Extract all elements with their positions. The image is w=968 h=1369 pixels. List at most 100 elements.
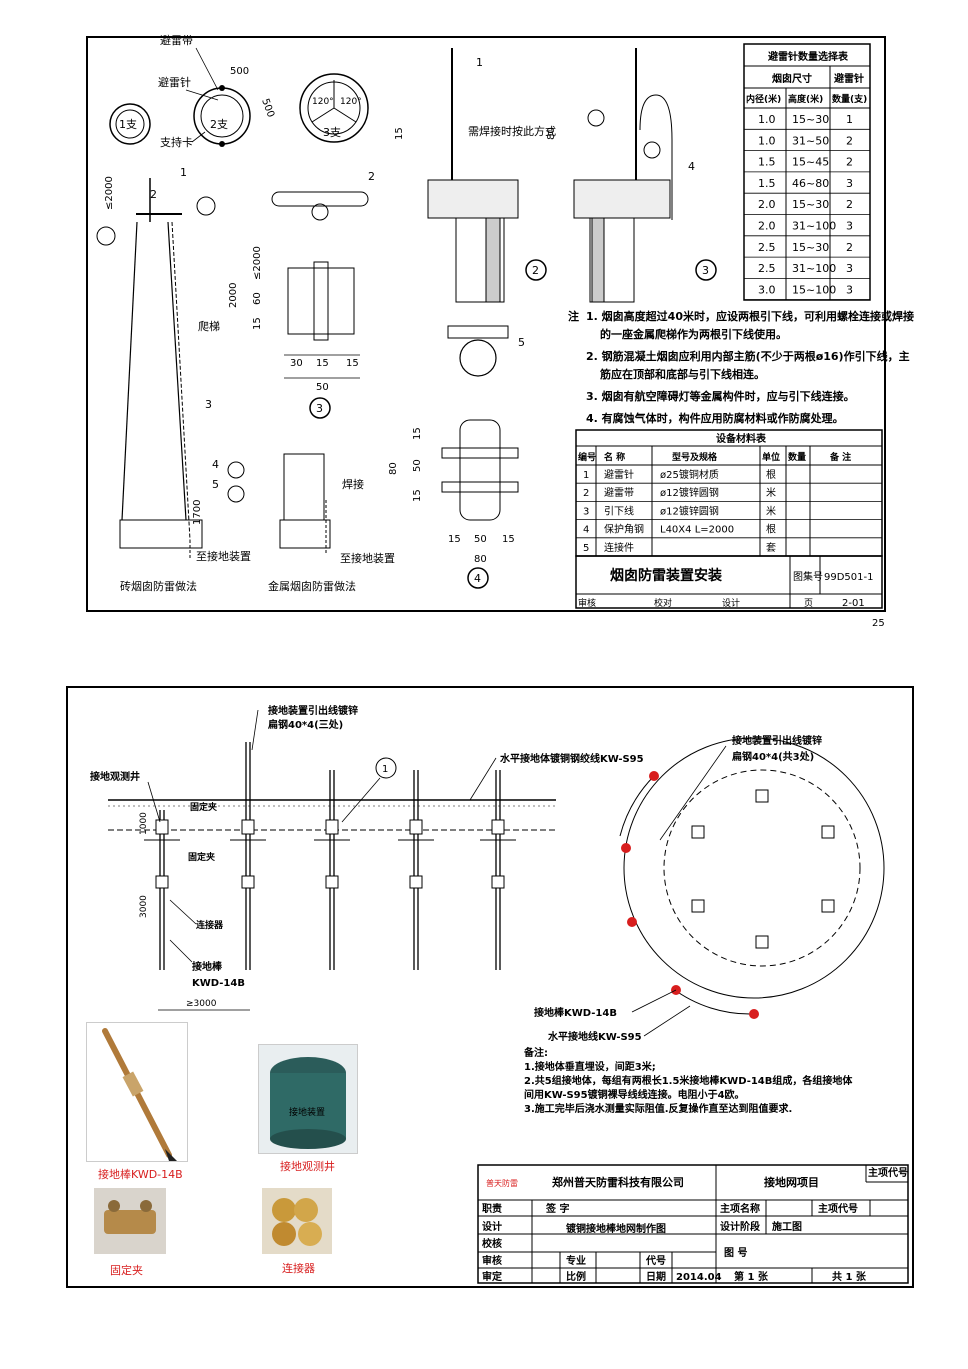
selection-cell: 15~30 — [792, 241, 829, 254]
svg-text:3. 烟囱有航空障碍灯等金属构件时，应与引下线连接。: 3. 烟囱有航空障碍灯等金属构件时，应与引下线连接。 — [586, 389, 855, 403]
top-title-block: 烟囱防雷装置安装 图集号 99D501-1 审核 校对 设计 页 2-01 — [575, 555, 883, 609]
svg-text:120°: 120° — [312, 97, 334, 107]
material-cell: 连接件 — [604, 541, 634, 554]
bottom-drawing-sheet — [66, 686, 914, 1288]
svg-text:5: 5 — [212, 478, 219, 491]
svg-text:图集号: 图集号 — [793, 570, 823, 583]
svg-text:2: 2 — [368, 170, 375, 183]
material-cell: 避雷针 — [604, 468, 634, 481]
svg-text:50: 50 — [412, 459, 423, 472]
top-notes: 注 1. 烟囱高度超过40米时，应设两根引下线，可利用螺栓连接或焊接 的一座金属… — [568, 309, 914, 425]
selection-cell: 2 — [846, 241, 853, 254]
selection-cell: 2 — [846, 156, 853, 169]
svg-text:15: 15 — [412, 489, 423, 502]
svg-text:5: 5 — [518, 336, 525, 349]
label-lightning-rod: 避雷针 — [158, 75, 191, 89]
svg-text:避雷针: 避雷针 — [833, 72, 864, 85]
material-cell: 米 — [766, 486, 776, 499]
material-cell: ø12镀锌圆钢 — [660, 504, 719, 517]
svg-text:80: 80 — [546, 127, 557, 140]
svg-text:数量(支): 数量(支) — [832, 93, 867, 105]
material-cell: 保护角钢 — [604, 523, 644, 536]
svg-text:4: 4 — [688, 160, 695, 173]
svg-text:50: 50 — [316, 382, 329, 393]
svg-text:页: 页 — [804, 598, 813, 609]
svg-text:3: 3 — [702, 264, 709, 277]
selection-cell: 3 — [846, 283, 853, 296]
caption-brick-method: 砖烟囱防雷做法 — [120, 579, 197, 593]
rod-plan-3: 3支 120° 120° — [299, 73, 369, 143]
selection-cell: 2.5 — [758, 241, 776, 254]
svg-text:审核: 审核 — [578, 597, 596, 609]
svg-text:500: 500 — [230, 66, 249, 77]
material-cell: 5 — [583, 543, 589, 554]
pipe-detail-4: 80 15 50 15 15 50 15 80 4 5 — [388, 325, 525, 589]
material-cell: ø25镀铜材质 — [660, 468, 719, 481]
svg-text:校对: 校对 — [654, 597, 672, 609]
rod-plan-2: 2支 避雷带 避雷针 支持卡 500 500 — [158, 33, 276, 149]
selection-cell: 15~45 — [792, 156, 829, 169]
selection-cell: 2.0 — [758, 198, 776, 211]
material-cell: 根 — [766, 523, 776, 536]
svg-text:30: 30 — [290, 358, 303, 369]
label-welding: 焊接 — [342, 477, 364, 491]
svg-text:120°: 120° — [340, 97, 362, 107]
svg-text:80: 80 — [388, 462, 399, 475]
material-cell: 根 — [766, 468, 776, 481]
svg-text:烟囱尺寸: 烟囱尺寸 — [772, 72, 812, 85]
svg-text:1. 烟囱高度超过40米时，应设两根引下线，可利用螺栓连接或: 1. 烟囱高度超过40米时，应设两根引下线，可利用螺栓连接或焊接 — [586, 309, 914, 323]
svg-text:4: 4 — [474, 572, 481, 585]
label-to-ground-b: 至接地装置 — [340, 552, 395, 565]
top-drawing-svg: 1支 2支 避雷带 避雷针 支持卡 500 500 3支 120° 120° 爬… — [96, 33, 914, 629]
photo-connector — [262, 1188, 332, 1254]
svg-text:15: 15 — [502, 534, 515, 545]
label-to-ground-a: 至接地装置 — [196, 550, 251, 563]
material-cell: 2 — [583, 488, 589, 499]
svg-text:80: 80 — [474, 554, 487, 565]
svg-text:2. 钢筋混凝土烟囱应利用内部主筋(不少于两根ø16)作引下: 2. 钢筋混凝土烟囱应利用内部主筋(不少于两根ø16)作引下线，主 — [586, 349, 910, 363]
svg-text:15: 15 — [394, 127, 405, 140]
svg-text:高度(米): 高度(米) — [788, 93, 823, 105]
svg-text:3: 3 — [316, 402, 323, 415]
selection-cell: 1 — [846, 113, 853, 126]
material-cell: L40X4 L=2000 — [660, 525, 734, 536]
rod-count-1: 1支 — [119, 118, 137, 131]
svg-text:设计: 设计 — [722, 597, 740, 609]
svg-text:15: 15 — [252, 317, 263, 330]
selection-cell: 2 — [846, 198, 853, 211]
svg-text:2-01: 2-01 — [842, 598, 865, 609]
svg-text:60: 60 — [252, 292, 263, 305]
svg-text:内径(米): 内径(米) — [746, 93, 781, 105]
selection-cell: 3 — [846, 262, 853, 275]
svg-text:型号及规格: 型号及规格 — [672, 451, 718, 463]
svg-text:接地装置: 接地装置 — [289, 1106, 325, 1118]
svg-text:1: 1 — [476, 56, 483, 69]
material-cell: 3 — [583, 506, 589, 517]
selection-cell: 3 — [846, 220, 853, 233]
photo-ground-rod — [86, 1022, 188, 1162]
svg-text:单位: 单位 — [762, 451, 780, 463]
photo-label-connector: 连接器 — [282, 1262, 315, 1275]
svg-text:2: 2 — [532, 264, 539, 277]
svg-text:备 注: 备 注 — [829, 451, 851, 463]
selection-cell: 31~100 — [792, 220, 836, 233]
material-cell: 避雷带 — [604, 486, 634, 499]
photo-fixing-clip — [94, 1188, 166, 1254]
selection-table-title: 避雷针数量选择表 — [767, 50, 849, 63]
photo-label-clip: 固定夹 — [110, 1264, 143, 1277]
selection-cell: 1.5 — [758, 156, 776, 169]
rod-plan-1: 1支 — [109, 103, 151, 145]
svg-text:15: 15 — [448, 534, 461, 545]
label-lightning-band: 避雷带 — [160, 33, 193, 47]
photo-observation-well: 接地装置 — [258, 1044, 358, 1154]
brick-chimney-elevation: 爬梯 至接地装置 ≤2000 1700 1 2 3 4 5 砖烟囱防雷做法 — [96, 166, 251, 593]
label-support-clip: 支持卡 — [160, 135, 193, 149]
selection-cell: 3.0 — [758, 283, 776, 296]
selection-cell: 3 — [846, 177, 853, 190]
svg-text:1: 1 — [180, 166, 187, 179]
material-cell: 套 — [766, 541, 776, 554]
selection-cell: 15~30 — [792, 198, 829, 211]
rod-count-3: 3支 — [323, 126, 341, 139]
selection-cell: 2 — [846, 134, 853, 147]
